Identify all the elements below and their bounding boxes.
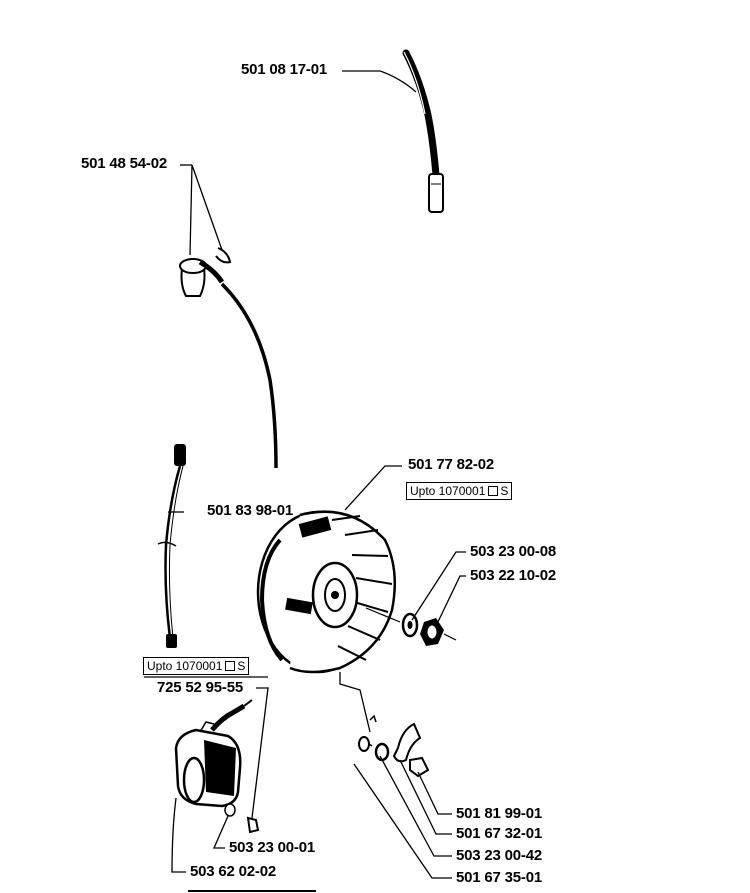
leader-flywheel	[344, 465, 402, 511]
leader-screw-b	[417, 771, 452, 815]
label-spark-plug-cap: 501 48 54-02	[81, 155, 168, 172]
coil-screw-drawing	[224, 803, 260, 834]
square-icon	[225, 661, 236, 671]
pawl-assembly-drawing	[358, 714, 430, 778]
leader-washer-a	[411, 551, 466, 621]
hv-lead-drawing	[402, 49, 444, 213]
label-screw-b: 501 81 99-01	[456, 805, 543, 822]
leader-hv-lead	[342, 70, 417, 93]
washer-nut-drawing	[401, 612, 457, 646]
label-nut: 503 22 10-02	[470, 567, 557, 584]
square-icon	[488, 486, 499, 496]
note-flywheel-range: Upto 1070001 S	[406, 482, 513, 500]
label-spring: 501 67 35-01	[456, 869, 543, 886]
leader-cable-alt	[251, 687, 269, 819]
spark-plug-cap-drawing	[179, 247, 278, 469]
label-hv-lead: 501 08 17-01	[241, 61, 328, 78]
label-flywheel: 501 77 82-02	[408, 456, 495, 473]
leader-cap-c	[191, 164, 223, 251]
leader-washer-b	[379, 755, 452, 857]
leader-nut	[435, 575, 466, 627]
label-pawl: 501 67 32-01	[456, 825, 543, 842]
note-flywheel-range-text: Upto 1070001	[410, 484, 486, 498]
label-short-circuit-cable: 501 83 98-01	[207, 502, 294, 519]
leader-spring	[353, 763, 452, 879]
leader-coil	[171, 797, 186, 873]
leader-cap-b	[189, 164, 193, 256]
note-cable-range-text: Upto 1070001	[147, 659, 223, 673]
label-washer-b: 503 23 00-42	[456, 847, 543, 864]
note-cable-range: Upto 1070001 S	[143, 657, 250, 675]
label-washer-a: 503 23 00-08	[470, 543, 557, 560]
leader-pawl-top	[339, 672, 371, 733]
flywheel-drawing	[256, 510, 401, 674]
short-circuit-cable-drawing	[157, 444, 186, 648]
label-ignition-coil: 503 62 02-02	[190, 863, 277, 880]
note-flywheel-suffix: S	[500, 484, 509, 498]
note-cable-suffix: S	[237, 659, 246, 673]
label-screw-coil: 503 23 00-01	[229, 839, 316, 856]
leader-pawl	[399, 759, 452, 835]
ignition-coil-drawing	[174, 699, 253, 808]
label-cable-alt: 725 52 95-55	[157, 679, 244, 696]
leader-screw-coil	[213, 815, 229, 849]
